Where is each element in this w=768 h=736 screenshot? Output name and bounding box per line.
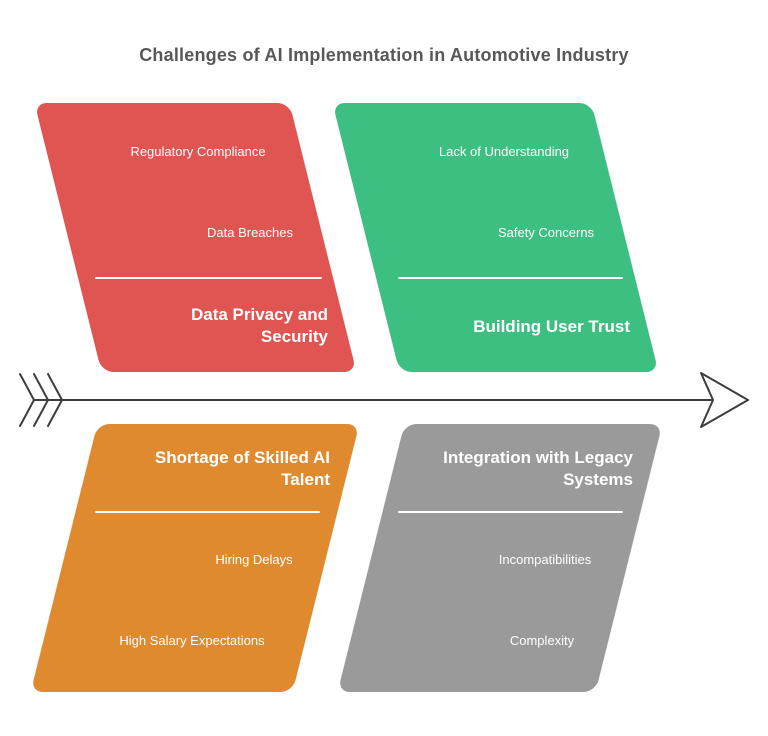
quadrant-title-line: Systems — [563, 470, 633, 489]
divider-line — [398, 511, 623, 513]
quadrant-title: Shortage of Skilled AI Talent — [155, 447, 330, 491]
divider-line — [398, 277, 623, 279]
quadrant-title-line: Integration with Legacy — [443, 448, 633, 467]
quadrant-title: Building User Trust — [473, 316, 630, 338]
quadrant-item-label: Regulatory Compliance — [130, 144, 266, 159]
quadrant-item-label: Safety Concerns — [497, 225, 595, 240]
quadrant-title-line: Shortage of Skilled AI — [154, 448, 330, 467]
divider-line — [95, 277, 322, 279]
quadrant-title-line: Security — [260, 327, 328, 346]
quadrant-item-label: High Salary Expectations — [119, 633, 265, 648]
fletching-chevron-icon — [47, 373, 63, 427]
arrowhead-icon — [700, 372, 749, 428]
quadrant-title-line: Building User Trust — [473, 317, 630, 336]
quadrant-title: Data Privacy and Security — [191, 304, 328, 348]
quadrant-item-label: Data Breaches — [207, 225, 293, 240]
quadrant-title-line: Data Privacy and — [190, 305, 328, 324]
quadrant-item-label: Hiring Delays — [215, 552, 293, 567]
quadrant-item-label: Incompatibilities — [498, 552, 592, 567]
divider-line — [95, 511, 320, 513]
quadrant-item-label: Lack of Understanding — [438, 144, 570, 159]
fletching-chevron-icon — [33, 373, 49, 427]
quadrant-title-line: Talent — [281, 470, 330, 489]
quadrant-item-label: Complexity — [509, 633, 575, 648]
quadrant-title: Integration with Legacy Systems — [443, 447, 633, 491]
fletching-chevron-icon — [19, 373, 35, 427]
diagram-title: Challenges of AI Implementation in Autom… — [139, 45, 629, 65]
